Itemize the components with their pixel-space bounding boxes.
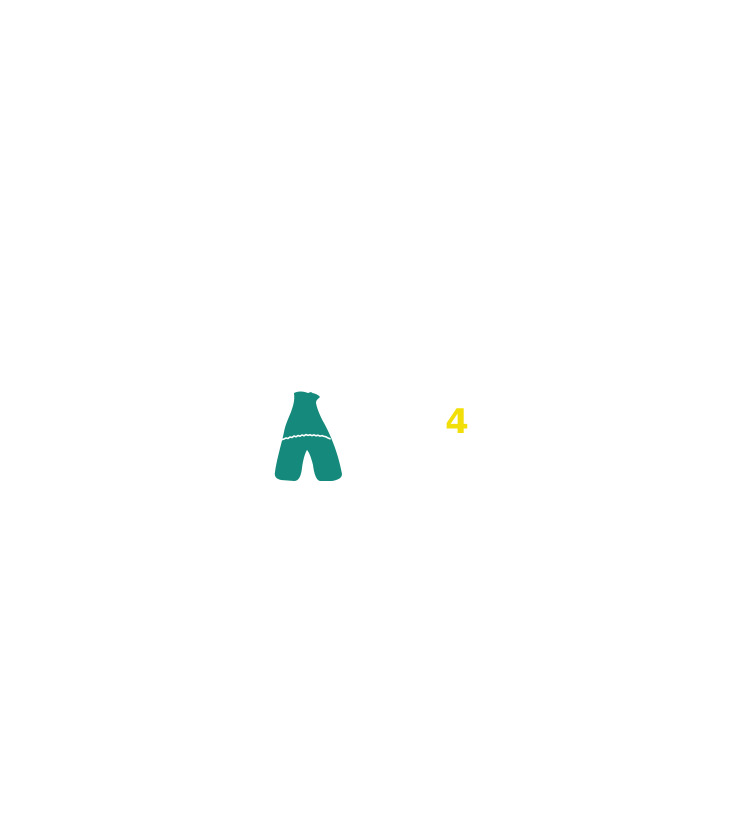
count-badge: 4 bbox=[445, 402, 469, 442]
stylized-figure-icon bbox=[272, 390, 344, 484]
logo-svg bbox=[274, 391, 342, 481]
